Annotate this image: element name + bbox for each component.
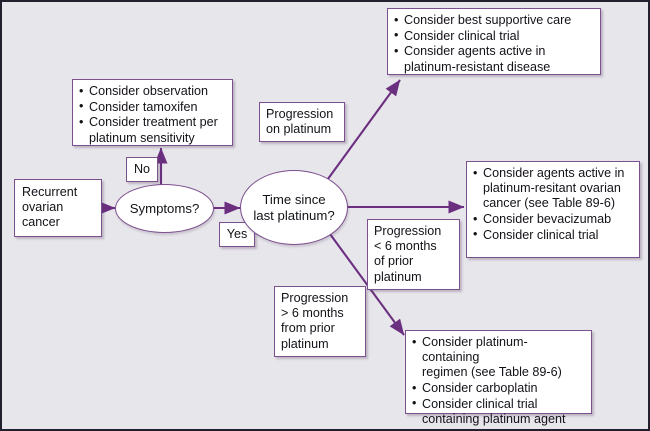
platinum-resistant-options-node: • Consider agents active in platinum-res… (466, 161, 640, 258)
bullet-line: regimen (see Table 89-6) (422, 365, 562, 380)
bullet-marker: • (79, 114, 84, 129)
no-symptoms-options-node: • Consider observation • Consider tamoxi… (72, 79, 233, 146)
bullet-marker: • (473, 227, 478, 242)
bullet-marker: • (394, 43, 399, 58)
bullet-item: • Consider platinum-containing regimen (… (412, 335, 585, 381)
bullet-line: containing platinum agent (422, 412, 566, 427)
bullet-line: Consider carboplatin (422, 381, 538, 396)
label-text: Progression (266, 107, 334, 121)
bullet-marker: • (79, 99, 84, 114)
edge-label-no: No (126, 157, 158, 182)
bullet-item: • Consider best supportive care (394, 13, 594, 28)
bullet-line: Consider clinical trial (422, 396, 538, 411)
bullet-item: • Consider clinical trial containing pla… (412, 396, 585, 427)
bullet-item: • Consider agents active in platinum-res… (394, 44, 594, 74)
bullet-item: • Consider observation (79, 84, 226, 99)
label-text: Yes (226, 226, 248, 241)
bullet-line: Consider treatment per (89, 115, 218, 130)
bullet-line: Consider platinum-containing (422, 335, 528, 365)
label-text: No (133, 161, 151, 176)
bullet-marker: • (394, 12, 399, 27)
node-line: ovarian (22, 200, 64, 215)
label-text: Progression (281, 291, 349, 305)
bullet-item: • Consider agents active in platinum-res… (473, 166, 633, 212)
bullet-line: Consider bevacizumab (483, 212, 612, 227)
bullet-line: platinum-resistant disease (404, 59, 551, 74)
symptoms-decision-node: Symptoms? (115, 184, 214, 233)
edge-label-progression-more-6-months: Progression > 6 months from prior platin… (274, 286, 366, 357)
label-text: on platinum (266, 122, 332, 137)
label-text: platinum (281, 336, 329, 351)
bullet-marker: • (473, 211, 478, 226)
platinum-sensitive-options-node: • Consider platinum-containing regimen (… (405, 330, 592, 426)
label-text: from prior (281, 321, 335, 336)
bullet-item: • Consider treatment per platinum sensit… (79, 115, 226, 145)
bullet-line: Consider clinical trial (483, 227, 599, 242)
edge-label-progression-less-6-months: Progression < 6 months of prior platinum (367, 219, 460, 290)
node-line: cancer (22, 215, 60, 230)
time-since-last-platinum-node: Time since last platinum? (240, 170, 348, 245)
bullet-item: • Consider bevacizumab (473, 212, 633, 227)
bullet-line: platinum-resitant ovarian (483, 181, 621, 196)
label-text: of prior (374, 254, 414, 269)
bullet-line: Consider tamoxifen (89, 99, 198, 114)
bullet-item: • Consider tamoxifen (79, 99, 226, 115)
bullet-line: Consider best supportive care (404, 13, 572, 27)
bullet-marker: • (473, 165, 478, 180)
bullet-item: • Consider carboplatin (412, 381, 585, 396)
bullet-line: Consider clinical trial (404, 28, 520, 43)
bullet-line: Consider observation (89, 84, 209, 98)
node-line: last platinum? (253, 207, 335, 223)
edge-label-progression-on-platinum: Progression on platinum (259, 102, 345, 142)
bullet-item: • Consider clinical trial (394, 28, 594, 44)
label-text: Progression (374, 224, 442, 238)
node-line: Symptoms? (129, 200, 200, 216)
bullet-marker: • (412, 396, 417, 411)
node-line: Recurrent (22, 185, 78, 199)
node-line: Time since (262, 191, 326, 207)
label-text: < 6 months (374, 239, 437, 254)
bullet-marker: • (412, 380, 417, 395)
bullet-marker: • (79, 83, 84, 98)
progression-on-platinum-options-node: • Consider best supportive care • Consid… (387, 8, 601, 75)
edge-label-yes: Yes (219, 222, 255, 247)
bullet-marker: • (394, 28, 399, 43)
bullet-line: Consider agents active in (483, 166, 625, 180)
bullet-line: platinum sensitivity (89, 130, 195, 145)
bullet-line: Consider agents active in (404, 44, 546, 59)
bullet-line: cancer (see Table 89-6) (483, 196, 616, 211)
recurrent-ovarian-cancer-node: Recurrent ovarian cancer (14, 179, 102, 237)
label-text: platinum (374, 269, 422, 284)
bullet-item: • Consider clinical trial (473, 227, 633, 243)
bullet-marker: • (412, 334, 417, 349)
label-text: > 6 months (281, 306, 344, 321)
